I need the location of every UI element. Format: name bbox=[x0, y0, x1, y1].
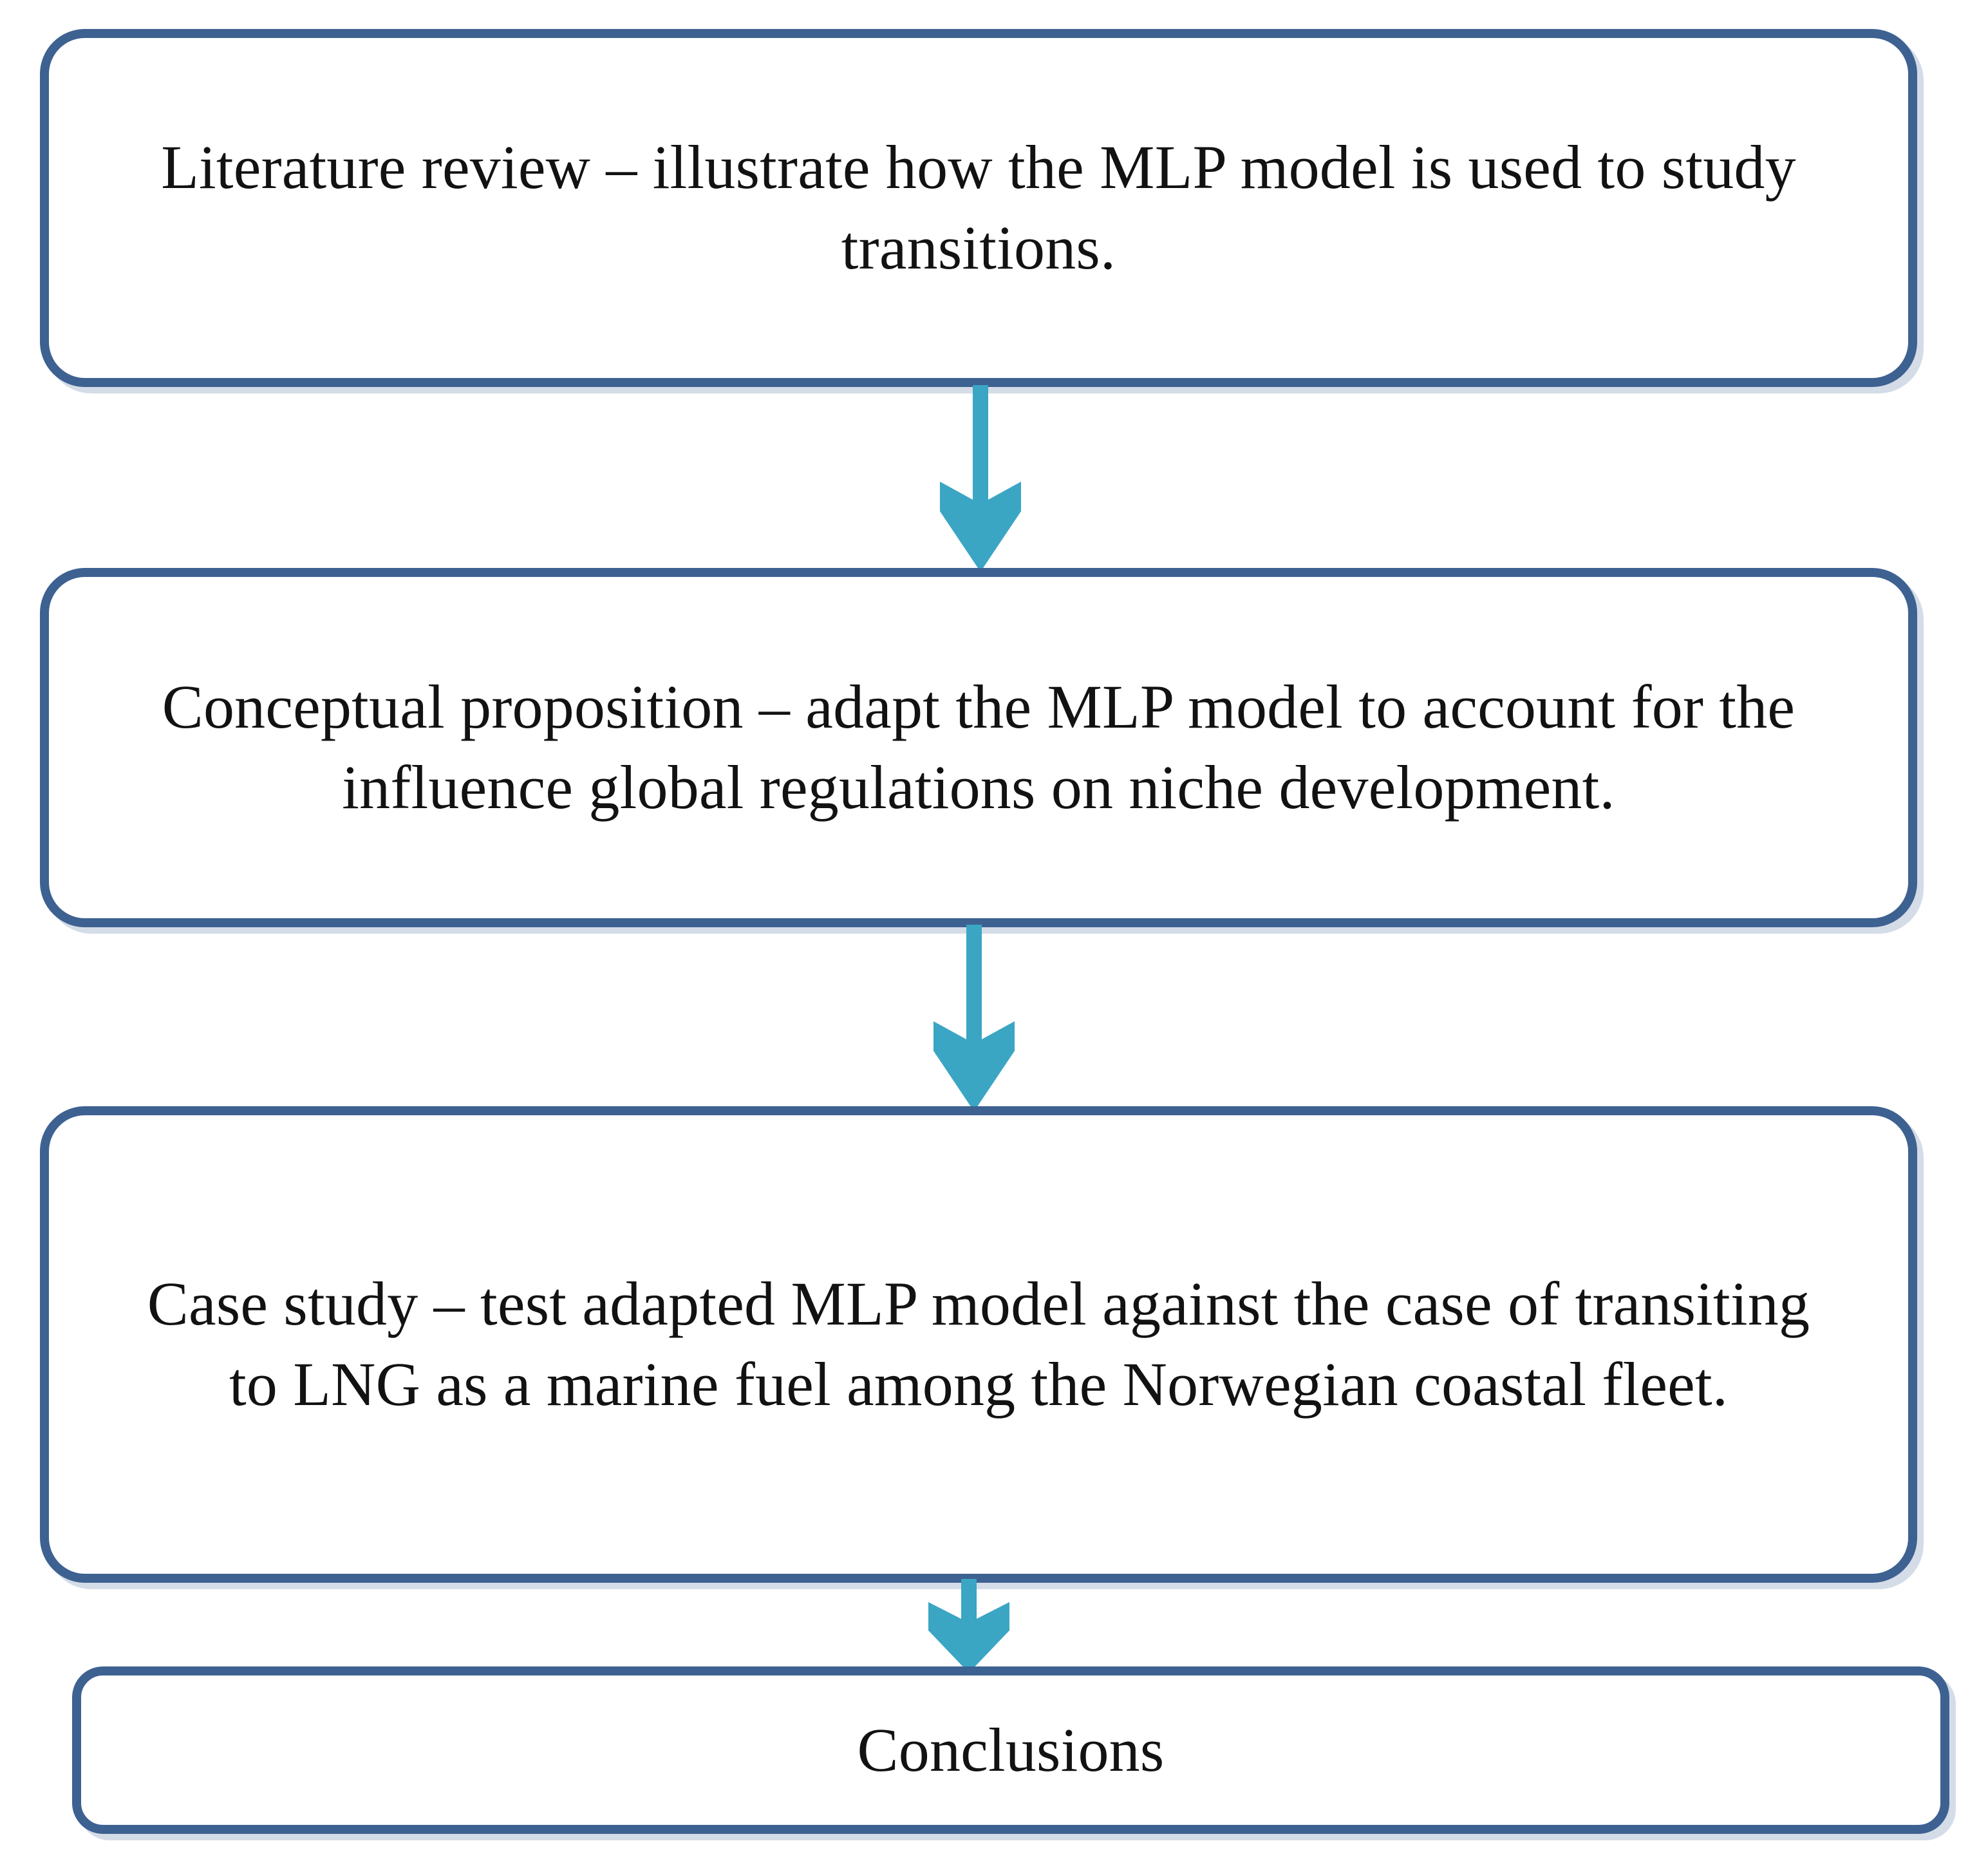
flow-node-literature-review-label: Literature review – illustrate how the M… bbox=[161, 133, 1796, 282]
flow-node-conclusions[interactable]: Conclusions bbox=[72, 1666, 1949, 1834]
down-arrow-icon bbox=[932, 925, 1016, 1111]
flow-node-conclusions-label: Conclusions bbox=[857, 1715, 1165, 1784]
flow-node-case-study-label: Case study – test adapted MLP model agai… bbox=[147, 1269, 1810, 1419]
down-arrow-icon bbox=[927, 1579, 1011, 1673]
flow-node-conceptual-proposition-label: Conceptual proposition – adapt the MLP m… bbox=[162, 672, 1796, 822]
flow-node-literature-review[interactable]: Literature review – illustrate how the M… bbox=[40, 29, 1917, 387]
flow-node-case-study[interactable]: Case study – test adapted MLP model agai… bbox=[40, 1106, 1917, 1583]
down-arrow-icon bbox=[939, 385, 1022, 572]
flow-node-conceptual-proposition[interactable]: Conceptual proposition – adapt the MLP m… bbox=[40, 568, 1917, 927]
